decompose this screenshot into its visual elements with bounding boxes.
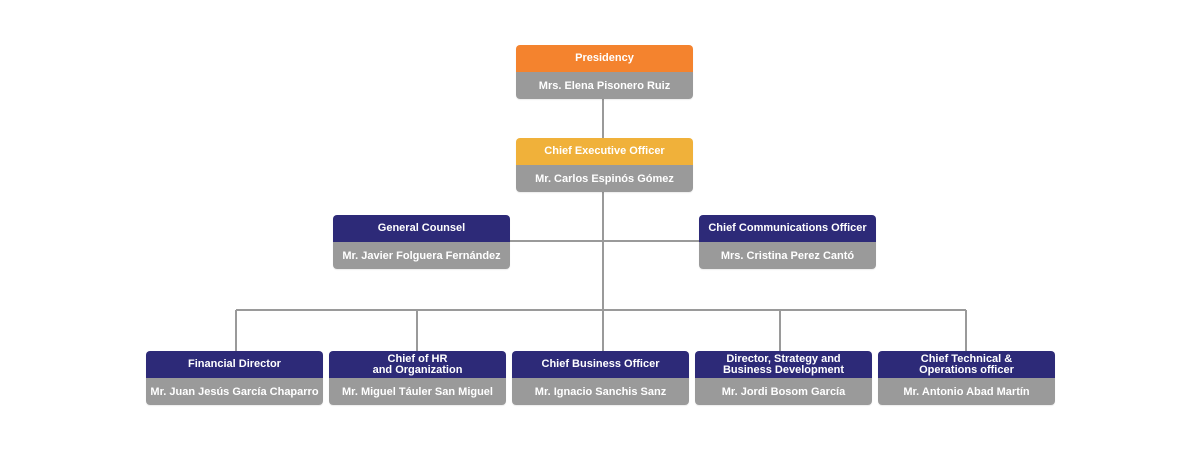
org-node-strategy: Director, Strategy and Business Developm… <box>695 351 872 405</box>
node-title: Chief Communications Officer <box>699 215 876 242</box>
node-name: Mr. Jordi Bosom García <box>695 378 872 405</box>
node-title: Director, Strategy and Business Developm… <box>695 351 872 378</box>
node-title: Presidency <box>516 45 693 72</box>
org-node-general-counsel: General Counsel Mr. Javier Folguera Fern… <box>333 215 510 269</box>
node-name: Mr. Ignacio Sanchis Sanz <box>512 378 689 405</box>
node-name: Mrs. Cristina Perez Cantó <box>699 242 876 269</box>
node-name: Mr. Javier Folguera Fernández <box>333 242 510 269</box>
node-title: General Counsel <box>333 215 510 242</box>
org-node-chief-communications-officer: Chief Communications Officer Mrs. Cristi… <box>699 215 876 269</box>
node-name: Mrs. Elena Pisonero Ruiz <box>516 72 693 99</box>
node-title: Chief Technical & Operations officer <box>878 351 1055 378</box>
org-node-chief-business-officer: Chief Business Officer Mr. Ignacio Sanch… <box>512 351 689 405</box>
node-name: Mr. Juan Jesús García Chaparro <box>146 378 323 405</box>
org-node-financial-director: Financial Director Mr. Juan Jesús García… <box>146 351 323 405</box>
org-node-technical-operations: Chief Technical & Operations officer Mr.… <box>878 351 1055 405</box>
node-name: Mr. Antonio Abad Martín <box>878 378 1055 405</box>
node-title: Financial Director <box>146 351 323 378</box>
node-title: Chief Business Officer <box>512 351 689 378</box>
node-title: Chief of HR and Organization <box>329 351 506 378</box>
org-node-ceo: Chief Executive Officer Mr. Carlos Espin… <box>516 138 693 192</box>
org-node-hr: Chief of HR and Organization Mr. Miguel … <box>329 351 506 405</box>
node-name: Mr. Carlos Espinós Gómez <box>516 165 693 192</box>
org-node-presidency: Presidency Mrs. Elena Pisonero Ruiz <box>516 45 693 99</box>
node-title: Chief Executive Officer <box>516 138 693 165</box>
node-name: Mr. Miguel Táuler San Miguel <box>329 378 506 405</box>
